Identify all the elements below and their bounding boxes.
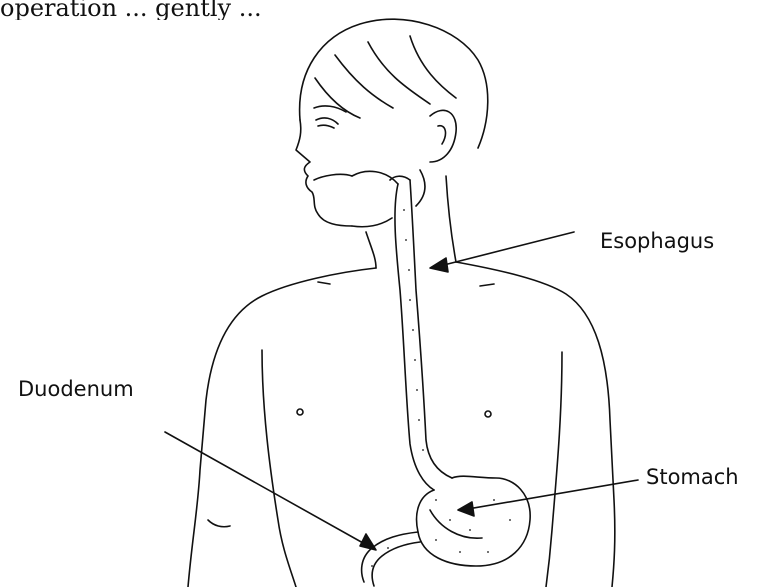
stomach-arrow-line xyxy=(462,480,638,510)
neck-right xyxy=(446,176,456,262)
stomach-arrowhead-icon xyxy=(458,502,474,516)
stomach-label: Stomach xyxy=(646,465,739,489)
neck-left xyxy=(366,232,376,268)
chin-jaw xyxy=(352,170,425,227)
esophagus-outer-right xyxy=(410,180,452,478)
oral-cavity xyxy=(352,171,410,184)
mouth xyxy=(314,174,352,180)
left-armpit xyxy=(262,350,296,587)
duodenum-label: Duodenum xyxy=(18,377,134,401)
stomach-outline xyxy=(417,476,531,566)
eye-icon xyxy=(316,118,338,128)
head-hair xyxy=(300,19,488,148)
duodenum-inner xyxy=(372,542,420,586)
duodenum-arrowhead-icon xyxy=(360,534,376,550)
esophagus-label: Esophagus xyxy=(600,229,714,253)
hair-strands xyxy=(315,36,456,118)
esophagus-arrowhead-icon xyxy=(430,258,448,272)
collarbones xyxy=(318,282,494,286)
face-profile xyxy=(296,120,352,226)
right-nipple xyxy=(485,411,491,417)
esophagus-outer-left xyxy=(395,184,434,490)
right-armpit xyxy=(546,352,562,587)
left-nipple xyxy=(297,409,303,415)
left-elbow-crease xyxy=(208,520,230,527)
ear-icon xyxy=(430,110,456,162)
